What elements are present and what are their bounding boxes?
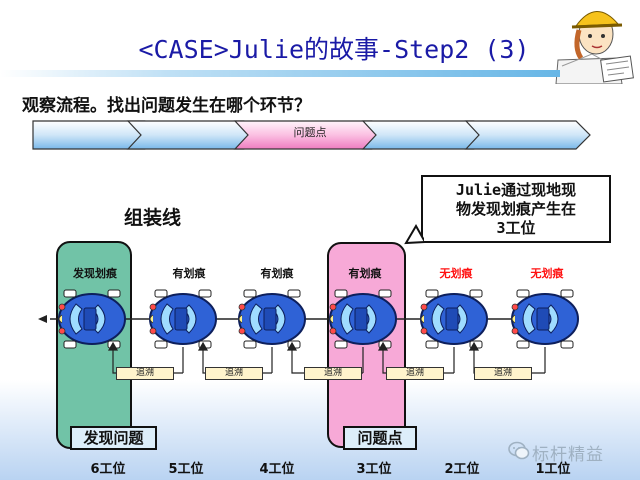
assembly-line-label: 组装线 <box>124 207 182 229</box>
callout-line: Julie通过现地现 <box>455 181 577 199</box>
car-icon <box>329 289 397 349</box>
callout-pointer <box>404 223 427 245</box>
callout-line: 物发现划痕产生在 <box>455 200 576 218</box>
car-icon <box>149 289 217 349</box>
callout-text: Julie通过现地现 物发现划痕产生在 3工位 <box>423 181 609 238</box>
title-underline-bar <box>0 70 560 77</box>
trace-label: 追溯 <box>386 367 444 380</box>
car-status-label: 有划痕 <box>260 267 294 280</box>
watermark-text: 标杆精益 <box>532 445 604 465</box>
trace-label: 追溯 <box>474 367 532 380</box>
process-arrow-caption: 问题点 <box>293 126 327 139</box>
callout-pointer-mask <box>424 230 428 241</box>
station-label: 4工位 <box>259 462 295 477</box>
trace-label: 追溯 <box>116 367 174 380</box>
station-label: 6工位 <box>90 462 126 477</box>
trace-label: 追溯 <box>205 367 263 380</box>
car-status-label: 无划痕 <box>439 267 473 280</box>
problem-point-tag: 问题点 <box>343 426 417 450</box>
found-problem-tag: 发现问题 <box>70 426 157 450</box>
trace-label: 追溯 <box>304 367 362 380</box>
engineer-character-illustration <box>555 11 634 84</box>
callout-box: Julie通过现地现 物发现划痕产生在 3工位 <box>421 175 611 243</box>
process-flow-arrows <box>32 120 591 150</box>
station-label: 1工位 <box>535 462 571 477</box>
station-label: 2工位 <box>444 462 480 477</box>
flow-direction-arrowhead <box>38 315 47 323</box>
car-status-label: 有划痕 <box>348 267 382 280</box>
process-step-arrow <box>464 120 591 150</box>
car-status-label: 有划痕 <box>172 267 206 280</box>
wechat-icon <box>508 441 530 460</box>
car-icon <box>238 289 306 349</box>
car-icon <box>511 289 579 349</box>
car-status-label: 发现划痕 <box>73 267 117 280</box>
callout-line: 3工位 <box>496 219 536 237</box>
page-title: <CASE>Julie的故事-Step2 (3) <box>138 35 530 64</box>
car-status-label: 无划痕 <box>530 267 564 280</box>
station-label: 5工位 <box>168 462 204 477</box>
car-icon <box>58 289 126 349</box>
station-label: 3工位 <box>356 462 392 477</box>
question-text: 观察流程。找出问题发生在哪个环节？ <box>22 96 311 116</box>
car-icon <box>420 289 488 349</box>
